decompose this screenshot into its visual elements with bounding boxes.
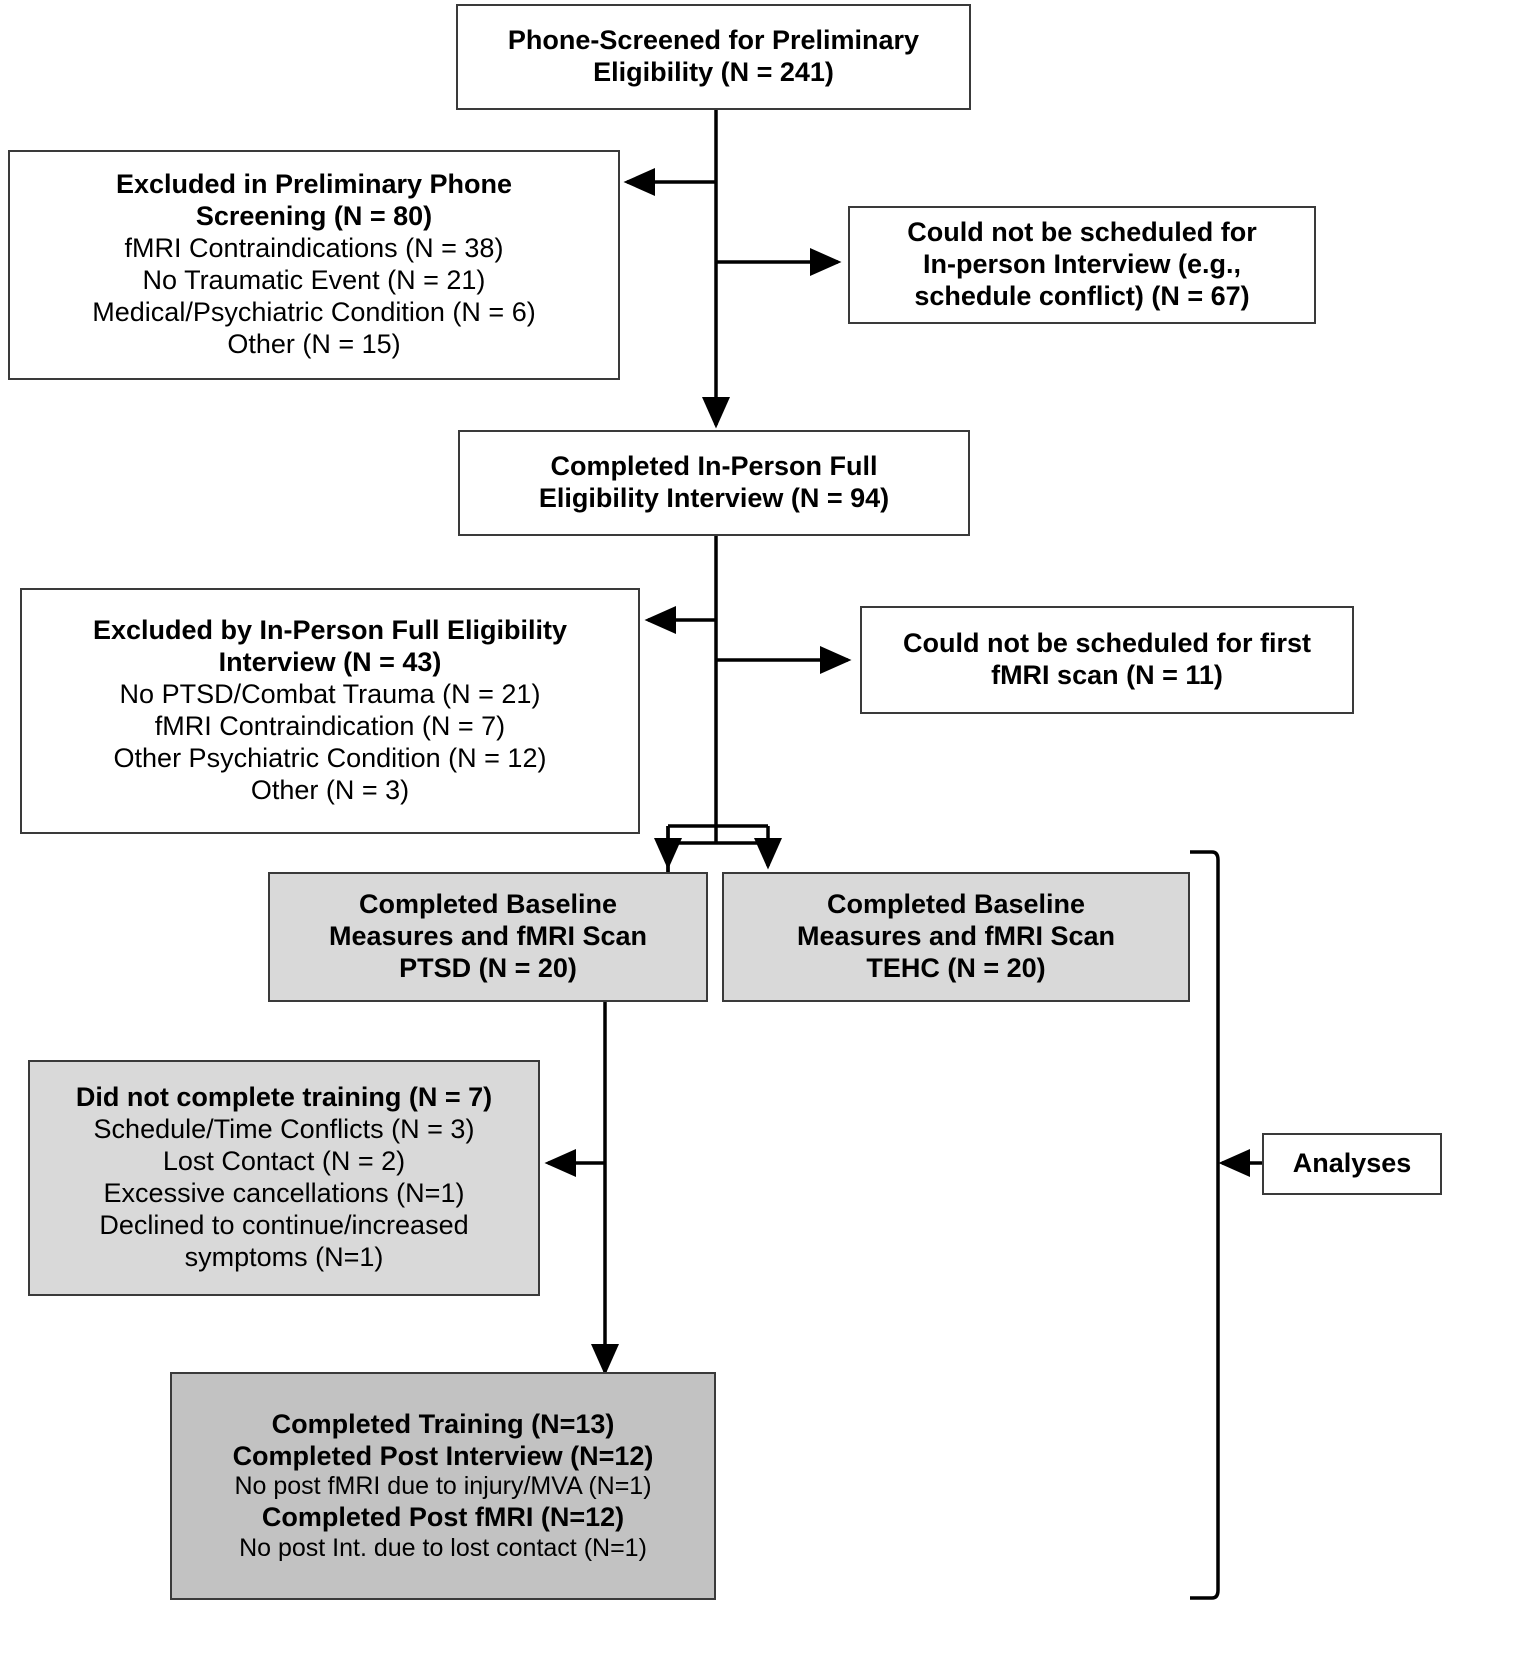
excluded-phone-line-2: Screening (N = 80)	[195, 201, 433, 232]
completed-training-line-1: Completed Training (N=13)	[271, 1408, 615, 1439]
did-not-complete-line-1: Did not complete training (N = 7)	[75, 1082, 493, 1113]
not-scheduled-fmri-line-2: fMRI scan (N = 11)	[991, 660, 1223, 690]
analyses-label: Analyses	[1292, 1148, 1412, 1179]
not-scheduled-fmri-line-1: Could not be scheduled for first	[902, 628, 1311, 659]
excluded-interview-line-6: Other (N = 3)	[250, 774, 410, 805]
excluded-phone-line-4: No Traumatic Event (N = 21)	[142, 265, 486, 295]
analyses-box: Analyses	[1262, 1133, 1442, 1195]
excluded-interview-line-5: Other Psychiatric Condition (N = 12)	[113, 742, 547, 773]
phone-screened-line-2: Eligibility (N = 241)	[593, 57, 834, 87]
completed-interview-line-2: Eligibility Interview (N = 94)	[538, 483, 890, 513]
baseline-fmri-tehc-box: Completed Baseline Measures and fMRI Sca…	[722, 872, 1190, 1002]
did-not-complete-training-box: Did not complete training (N = 7) Schedu…	[28, 1060, 540, 1296]
not-scheduled-interview-line-3: schedule conflict) (N = 67)	[914, 280, 1250, 311]
excluded-phone-line-5: Medical/Psychiatric Condition (N = 6)	[92, 296, 536, 327]
baseline-tehc-line-2: Measures and fMRI Scan	[796, 921, 1116, 952]
excluded-interview-line-4: fMRI Contraindication (N = 7)	[154, 711, 506, 741]
excluded-interview-line-1: Excluded by In-Person Full Eligibility	[92, 615, 568, 646]
phone-screened-box: Phone-Screened for Preliminary Eligibili…	[456, 4, 971, 110]
completed-interview-line-1: Completed In-Person Full	[550, 451, 878, 482]
excluded-phone-line-3: fMRI Contraindications (N = 38)	[124, 233, 504, 264]
baseline-tehc-line-3: TEHC (N = 20)	[866, 952, 1046, 983]
completed-training-line-5: No post Int. due to lost contact (N=1)	[239, 1533, 647, 1562]
excluded-phone-line-6: Other (N = 15)	[227, 328, 401, 359]
baseline-ptsd-line-1: Completed Baseline	[358, 889, 618, 920]
could-not-schedule-first-fmri-box: Could not be scheduled for first fMRI sc…	[860, 606, 1354, 714]
excluded-interview-line-2: Interview (N = 43)	[218, 647, 442, 678]
excluded-preliminary-phone-box: Excluded in Preliminary Phone Screening …	[8, 150, 620, 380]
completed-training-line-2: Completed Post Interview (N=12)	[232, 1440, 654, 1471]
baseline-fmri-ptsd-box: Completed Baseline Measures and fMRI Sca…	[268, 872, 708, 1002]
completed-training-post-box: Completed Training (N=13) Completed Post…	[170, 1372, 716, 1600]
not-scheduled-interview-line-2: In-person Interview (e.g.,	[922, 249, 1242, 280]
did-not-complete-line-3: Lost Contact (N = 2)	[162, 1146, 406, 1177]
not-scheduled-interview-line-1: Could not be scheduled for	[907, 217, 1257, 248]
did-not-complete-line-6: symptoms (N=1)	[184, 1241, 384, 1272]
excluded-phone-line-1: Excluded in Preliminary Phone	[115, 169, 513, 200]
excluded-interview-line-3: No PTSD/Combat Trauma (N = 21)	[119, 679, 541, 710]
phone-screened-line-1: Phone-Screened for Preliminary	[507, 25, 920, 56]
could-not-schedule-in-person-box: Could not be scheduled for In-person Int…	[848, 206, 1316, 324]
completed-training-line-4: Completed Post fMRI (N=12)	[261, 1501, 625, 1532]
excluded-in-person-interview-box: Excluded by In-Person Full Eligibility I…	[20, 588, 640, 834]
baseline-tehc-line-1: Completed Baseline	[826, 889, 1086, 920]
completed-in-person-interview-box: Completed In-Person Full Eligibility Int…	[458, 430, 970, 536]
did-not-complete-line-4: Excessive cancellations (N=1)	[103, 1178, 465, 1208]
did-not-complete-line-2: Schedule/Time Conflicts (N = 3)	[93, 1114, 475, 1145]
completed-training-line-3: No post fMRI due to injury/MVA (N=1)	[234, 1472, 652, 1501]
baseline-ptsd-line-2: Measures and fMRI Scan	[328, 921, 648, 952]
bracket-to-analyses	[1190, 850, 1220, 1600]
did-not-complete-line-5: Declined to continue/increased	[99, 1209, 469, 1240]
baseline-ptsd-line-3: PTSD (N = 20)	[399, 952, 577, 983]
